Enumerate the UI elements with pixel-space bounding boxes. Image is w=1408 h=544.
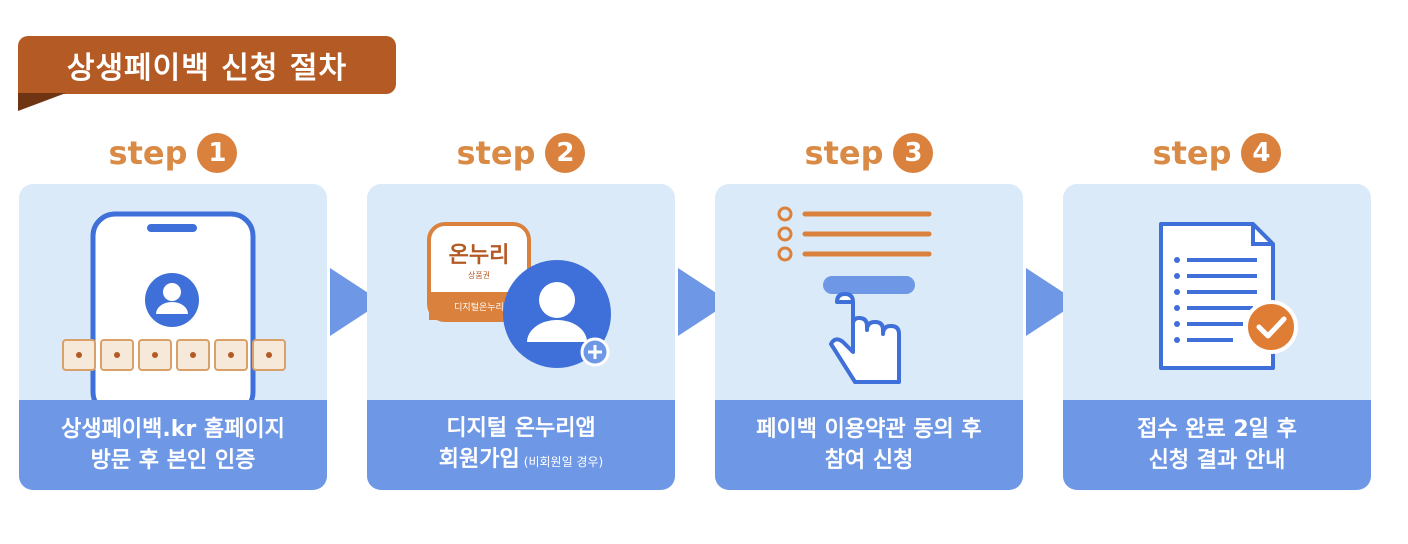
step-1-caption: 상생페이백.kr 홈페이지 방문 후 본인 인증 <box>19 400 327 490</box>
smartphone-identity-icon <box>62 211 286 400</box>
step-word: step <box>456 134 536 172</box>
step-2-caption: 디지털 온누리앱 회원가입(비회원일 경우) <box>367 400 675 490</box>
step-word: step <box>1152 134 1232 172</box>
app-logo-sub: 상품권 <box>468 270 490 280</box>
step-number-badge: 3 <box>893 133 934 173</box>
caption-main: 회원가입 <box>438 446 520 472</box>
caption-line: 상생페이백.kr 홈페이지 <box>61 417 285 442</box>
caption-line: 참여 신청 <box>824 448 914 473</box>
step-1-card: 상생페이백.kr 홈페이지 방문 후 본인 인증 <box>19 184 327 490</box>
caption-line: 접수 완료 2일 후 <box>1137 417 1297 442</box>
step-2-label: step 2 <box>411 130 631 176</box>
step-4-card: 접수 완료 2일 후 신청 결과 안내 <box>1063 184 1371 490</box>
caption-line: 방문 후 본인 인증 <box>90 448 256 473</box>
title-ribbon-fold <box>18 93 66 111</box>
step-number-badge: 4 <box>1241 133 1282 173</box>
procedure-title: 상생페이백 신청 절차 <box>18 36 396 94</box>
step-4-caption: 접수 완료 2일 후 신청 결과 안내 <box>1063 400 1371 490</box>
onnuri-app-user-icon: 온누리 상품권 디지털온누리 <box>427 222 611 368</box>
caption-line: 페이백 이용약관 동의 후 <box>756 417 982 442</box>
checklist-tap-icon <box>777 206 932 384</box>
app-logo-bar-text: 디지털온누리 <box>454 301 504 313</box>
app-logo-text: 온누리 <box>449 243 510 268</box>
step-word: step <box>804 134 884 172</box>
step-4-label: step 4 <box>1107 130 1327 176</box>
caption-line: 디지털 온누리앱 <box>446 415 596 441</box>
caption-note: (비회원일 경우) <box>523 454 604 469</box>
document-check-icon <box>1159 222 1298 370</box>
step-1-label: step 1 <box>63 130 283 176</box>
step-3-card: 페이백 이용약관 동의 후 참여 신청 <box>715 184 1023 490</box>
step-3-caption: 페이백 이용약관 동의 후 참여 신청 <box>715 400 1023 490</box>
step-3-label: step 3 <box>759 130 979 176</box>
caption-line: 회원가입(비회원일 경우) <box>439 444 603 478</box>
step-word: step <box>108 134 188 172</box>
step-2-card: 온누리 상품권 디지털온누리 디지털 온누리앱 회원가입(비회원일 경우) <box>367 184 675 490</box>
step-number-badge: 1 <box>197 133 238 173</box>
step-number-badge: 2 <box>545 133 586 173</box>
caption-line: 신청 결과 안내 <box>1148 448 1286 473</box>
